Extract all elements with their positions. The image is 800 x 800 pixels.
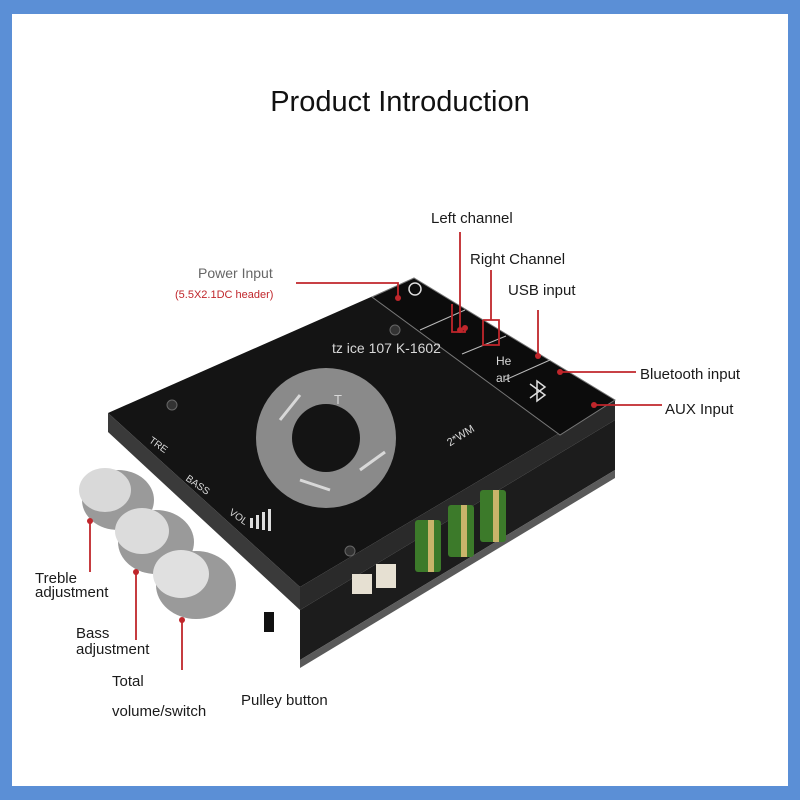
label-aux-input: AUX Input <box>665 401 734 418</box>
volume-knob <box>153 550 236 619</box>
label-bass-line2: adjustment <box>76 641 150 658</box>
page-title: Product Introduction <box>270 86 530 118</box>
port-panel <box>371 277 616 436</box>
pulley-switch <box>264 612 274 632</box>
pcb-edge <box>300 470 615 668</box>
screw <box>166 399 178 411</box>
callout-lines <box>89 232 662 670</box>
label-power-input-sub: (5.5X2.1DC header) <box>175 289 274 301</box>
label-treble-line1: Treble <box>35 570 77 587</box>
capacitor-stripe <box>493 490 499 542</box>
label-treble-line2: adjustment <box>35 584 109 601</box>
volume-level-marks <box>250 509 271 531</box>
bluetooth-icon <box>529 379 547 403</box>
capacitor-stripe <box>461 505 467 557</box>
screw <box>344 545 356 557</box>
board-heart-line1: He <box>496 354 512 368</box>
label-usb-input: USB input <box>508 282 576 299</box>
screw <box>389 324 401 336</box>
capacitor-stripe <box>428 520 434 572</box>
label-total-line2: volume/switch <box>112 703 207 720</box>
label-right-channel: Right Channel <box>470 251 566 268</box>
label-pulley-button: Pulley button <box>241 692 328 709</box>
label-total-line1: Total <box>112 673 144 690</box>
label-bluetooth-input: Bluetooth input <box>640 366 741 383</box>
label-power-input: Power Input <box>198 265 273 281</box>
board-heart-line2: art <box>496 371 511 385</box>
label-bass-line1: Bass <box>76 625 110 642</box>
callout-dots <box>87 295 597 623</box>
connector <box>376 564 396 588</box>
connector <box>352 574 372 594</box>
power-icon <box>408 282 422 296</box>
board-side-left <box>108 413 300 610</box>
board-t-mark: T <box>334 392 342 407</box>
board-model-text: tz ice 107 K-1602 <box>332 340 441 356</box>
label-left-channel: Left channel <box>431 210 513 227</box>
